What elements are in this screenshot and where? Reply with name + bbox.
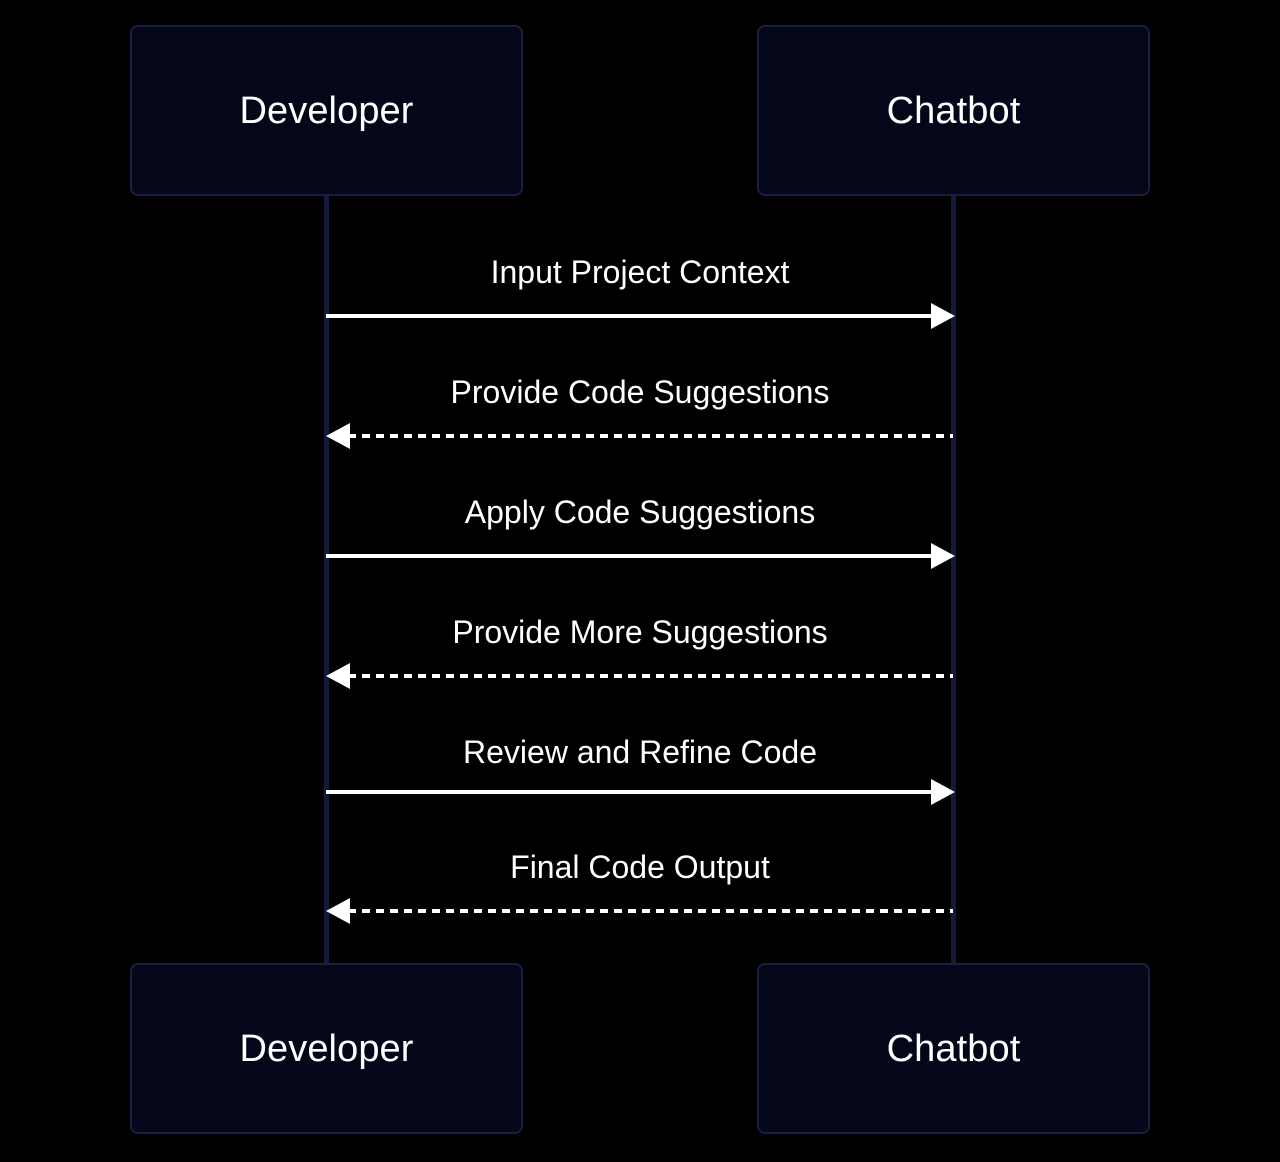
message-line-3 [326, 554, 933, 558]
actor-label-developer-bottom: Developer [239, 1027, 414, 1070]
actor-label-chatbot-bottom: Chatbot [886, 1027, 1021, 1070]
arrowhead-left-6 [326, 898, 350, 924]
actor-box-developer-top[interactable]: Developer [130, 25, 523, 196]
lifeline-chatbot [951, 196, 956, 963]
actor-label-chatbot-top: Chatbot [886, 89, 1021, 132]
arrowhead-right-1 [931, 303, 955, 329]
actor-box-developer-bottom[interactable]: Developer [130, 963, 523, 1134]
message-line-6 [348, 909, 953, 913]
message-line-2 [348, 434, 953, 438]
message-line-1 [326, 314, 933, 318]
actor-label-developer-top: Developer [239, 89, 414, 132]
actor-box-chatbot-bottom[interactable]: Chatbot [757, 963, 1150, 1134]
actor-box-chatbot-top[interactable]: Chatbot [757, 25, 1150, 196]
lifeline-developer [324, 196, 329, 963]
message-line-5 [326, 790, 933, 794]
message-label-input-project-context: Input Project Context [490, 254, 790, 290]
message-label-provide-more-suggestions: Provide More Suggestions [452, 614, 828, 650]
message-label-provide-code-suggestions: Provide Code Suggestions [450, 374, 830, 410]
arrowhead-left-4 [326, 663, 350, 689]
arrowhead-right-3 [931, 543, 955, 569]
message-line-4 [348, 674, 953, 678]
arrowhead-left-2 [326, 423, 350, 449]
message-label-apply-code-suggestions: Apply Code Suggestions [464, 494, 816, 530]
arrowhead-right-5 [931, 779, 955, 805]
message-label-final-code-output: Final Code Output [510, 849, 770, 885]
message-label-review-and-refine-code: Review and Refine Code [463, 734, 817, 770]
